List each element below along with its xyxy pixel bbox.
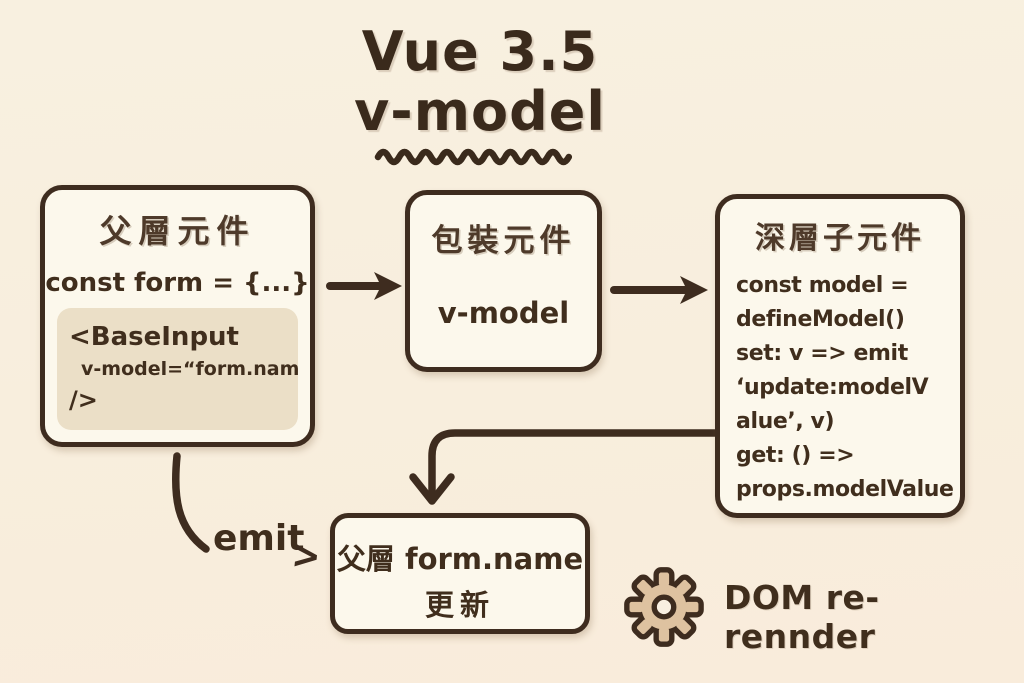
- wrapper-vmodel-label: v-model: [437, 296, 570, 330]
- child-code-line: const model =: [736, 273, 909, 298]
- child-code-block: const model = defineModel() set: v => em…: [720, 269, 960, 507]
- deep-child-component-box: 深層子元件 const model = defineModel() set: v…: [715, 194, 965, 518]
- result-line-2: 更新: [424, 588, 495, 622]
- title-wavy-underline: [374, 148, 573, 166]
- wrapper-box-heading: 包裝元件: [431, 223, 576, 259]
- dom-rerender-label: DOM re-rennder: [723, 578, 880, 656]
- snippet-line: <BaseInput: [69, 322, 239, 352]
- snippet-line: v-model=“form.name": [81, 358, 298, 380]
- title-line-1: Vue 3.5: [361, 20, 599, 83]
- arrow-child-to-result: [409, 429, 726, 505]
- diagram-title: Vue 3.5 v-model: [278, 22, 682, 142]
- parent-const-code: const form = {...}: [45, 268, 310, 298]
- parent-component-box: 父層元件 const form = {...} <BaseInput v-mod…: [40, 185, 315, 447]
- parent-code-snippet: <BaseInput v-model=“form.name" />: [57, 308, 298, 430]
- child-code-line: ‘update:modelV: [736, 375, 929, 400]
- snippet-line: />: [69, 386, 98, 414]
- arrow-wrapper-to-child: [610, 276, 708, 304]
- result-update-box: 父層 form.name 更新: [330, 513, 590, 634]
- child-code-line: get: () =>: [736, 443, 855, 468]
- arrow-parent-to-wrapper: [326, 272, 402, 300]
- dom-rerender-note: DOM re-rennder: [620, 558, 1024, 656]
- gear-icon: [624, 567, 704, 647]
- emit-curve: [171, 452, 210, 553]
- child-box-heading: 深層子元件: [755, 221, 925, 256]
- emit-arrowhead-icon: >: [289, 531, 323, 581]
- title-line-2: v-model: [354, 80, 606, 143]
- parent-box-heading: 父層元件: [99, 212, 256, 250]
- result-line-1: 父層 form.name: [336, 542, 584, 576]
- wrapper-component-box: 包裝元件 v-model: [405, 190, 602, 372]
- child-code-line: defineModel(): [736, 307, 905, 332]
- child-code-line: set: v => emit: [736, 341, 908, 366]
- child-code-line: props.modelValue: [736, 477, 954, 502]
- emit-label: emit: [213, 518, 305, 559]
- child-code-line: alue’, v): [736, 409, 835, 434]
